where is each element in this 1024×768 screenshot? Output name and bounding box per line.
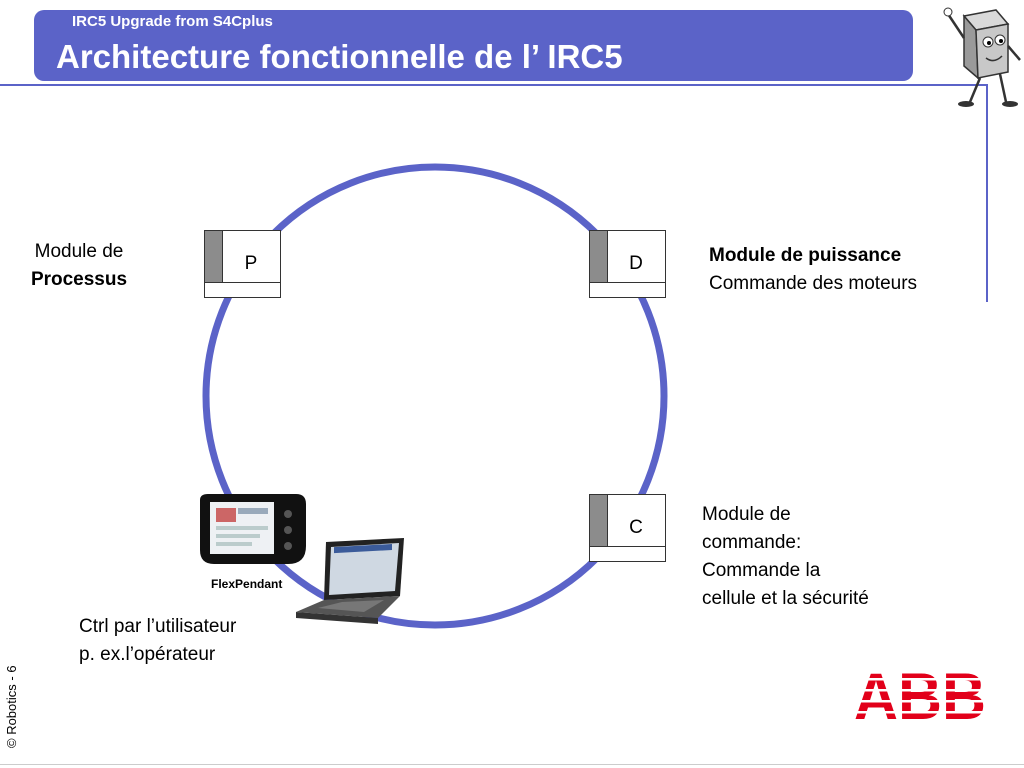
flexpendant-caption: FlexPendant bbox=[211, 577, 283, 591]
process-module-label: Module de Processus bbox=[20, 238, 138, 294]
power-module-label-line1: Module de puissance bbox=[709, 245, 902, 266]
control-module-label: Module de commande: Commande la cellule … bbox=[702, 501, 869, 613]
slide-subtitle: IRC5 Upgrade from S4Cplus bbox=[72, 13, 273, 30]
bottom-rule bbox=[0, 764, 1024, 765]
control-module-label-line3: Commande la bbox=[702, 560, 821, 581]
module-d-box: D bbox=[589, 230, 666, 298]
module-p-letter: P bbox=[244, 253, 258, 274]
control-module-label-line4: cellule et la sécurité bbox=[702, 588, 869, 609]
user-control-line1: Ctrl par l’utilisateur bbox=[79, 616, 237, 637]
robot-cabinet-mascot-icon bbox=[943, 7, 1021, 107]
slide-title: Architecture fonctionnelle de l’ IRC5 bbox=[56, 38, 623, 75]
module-c-letter: C bbox=[629, 517, 643, 538]
flexpendant-device-icon bbox=[200, 494, 306, 564]
abb-logo: ABB bbox=[853, 666, 987, 722]
module-d-letter: D bbox=[629, 253, 643, 274]
power-module-label: Module de puissance Commande des moteurs bbox=[709, 242, 917, 298]
abb-logo-text: ABB bbox=[854, 666, 986, 722]
process-module-label-line2: Processus bbox=[30, 269, 128, 290]
footer-side-text: © Robotics - 6 bbox=[4, 665, 19, 748]
process-module-label-line1: Module de bbox=[34, 241, 124, 262]
module-p-box: P bbox=[204, 230, 281, 298]
laptop-icon bbox=[296, 538, 404, 624]
control-module-label-line2: commande: bbox=[702, 532, 802, 553]
power-module-label-line2: Commande des moteurs bbox=[709, 273, 918, 294]
control-module-label-line1: Module de bbox=[702, 504, 791, 525]
user-control-line2: p. ex.l’opérateur bbox=[79, 644, 216, 665]
header-divider bbox=[0, 84, 988, 86]
user-control-label: Ctrl par l’utilisateur p. ex.l’opérateur bbox=[79, 613, 236, 669]
module-c-box: C bbox=[589, 494, 666, 562]
right-divider bbox=[986, 84, 988, 302]
title-banner: IRC5 Upgrade from S4Cplus Architecture f… bbox=[34, 10, 913, 81]
